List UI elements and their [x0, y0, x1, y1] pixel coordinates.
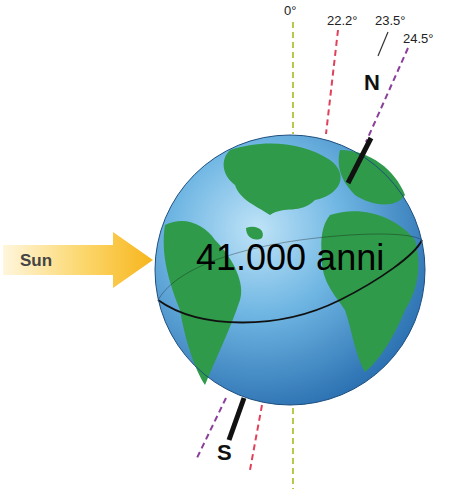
axis-24 — [366, 48, 408, 142]
leader-line — [378, 32, 388, 56]
angle-label: 0° — [284, 4, 296, 17]
pole-label: S — [217, 442, 232, 464]
sun-label: Sun — [20, 252, 52, 269]
period-label: 41.000 anni — [196, 240, 384, 276]
sun-arrow: Sun — [3, 232, 153, 288]
axis-0 — [292, 22, 294, 134]
earth-axis — [348, 138, 371, 183]
angle-label: 22.2° — [327, 14, 358, 27]
pole-label: N — [364, 72, 380, 94]
axis-22 — [326, 30, 338, 134]
axis-22 — [250, 405, 262, 470]
axis-0 — [292, 408, 294, 489]
angle-label: 23.5° — [375, 14, 406, 27]
angle-label: 24.5° — [403, 32, 434, 45]
earth-axis — [229, 398, 244, 440]
